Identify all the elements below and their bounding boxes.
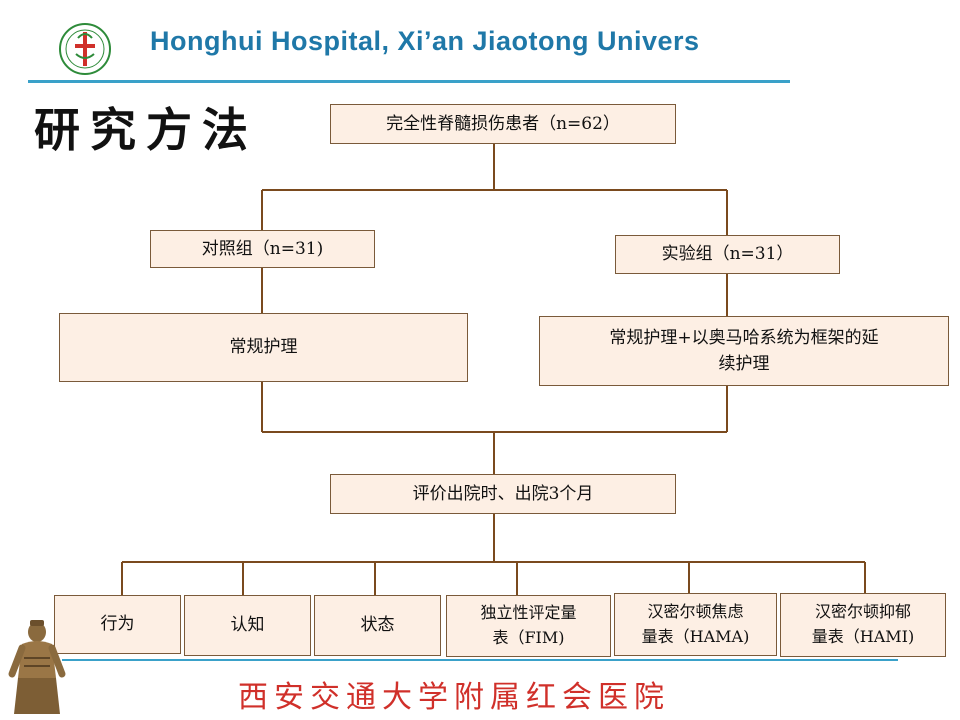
connector-outcomes [121, 514, 866, 595]
outcome-hami: 汉密尔顿抑郁 量表（HAMI) [780, 593, 946, 657]
section-title: 研究方法 [34, 103, 258, 157]
outcome-cognition: 认知 [184, 595, 311, 656]
footer-divider [62, 659, 898, 661]
terracotta-warrior-icon [8, 620, 66, 714]
outcome-hama: 汉密尔顿焦虑 量表（HAMA) [614, 593, 777, 656]
outcome-behavior: 行为 [54, 595, 181, 654]
hospital-logo-icon [59, 23, 111, 75]
node-evaluation: 评价出院时、出院3个月 [330, 474, 676, 514]
node-control-group: 对照组（n=31) [150, 230, 375, 268]
hospital-name: Honghui Hospital, Xi’an Jiaotong Univers [150, 26, 700, 56]
connector-merge [261, 382, 728, 474]
header-divider [28, 80, 790, 83]
node-experimental-group: 实验组（n=31） [615, 235, 840, 274]
node-root: 完全性脊髓损伤患者（n=62） [330, 104, 676, 144]
footer-institution: 西安交通大学附属红会医院 [238, 680, 670, 715]
node-experimental-intervention: 常规护理+以奥马哈系统为框架的延 续护理 [539, 316, 949, 386]
outcome-status: 状态 [314, 595, 441, 656]
outcome-fim: 独立性评定量 表（FIM) [446, 595, 611, 657]
connector-root-split [261, 144, 728, 235]
node-control-intervention: 常规护理 [59, 313, 468, 382]
